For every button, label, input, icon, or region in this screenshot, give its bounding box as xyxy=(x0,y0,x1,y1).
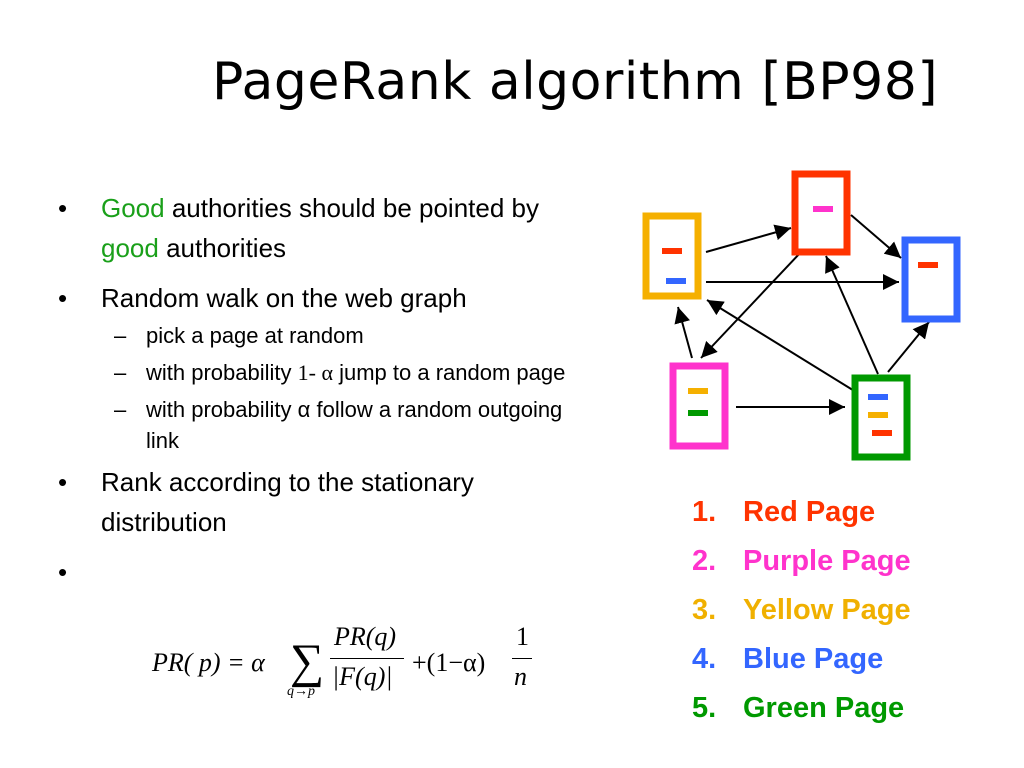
rank-number: 1. xyxy=(692,496,717,528)
fraction-bar xyxy=(330,658,404,659)
sub-bullet-pick-page: – pick a page at random xyxy=(58,320,578,351)
ranking-list: 1. Red Page 2. Purple Page 3. Yellow Page 4… xyxy=(692,488,911,733)
rank-number: 5. xyxy=(692,692,717,724)
rank-label: Blue Page xyxy=(743,643,884,675)
good-word: Good xyxy=(101,193,165,223)
edge-red-to-blue xyxy=(850,214,902,259)
rank-label: Yellow Page xyxy=(743,594,911,626)
edge-green-to-yellow xyxy=(706,299,857,393)
yellow-page-node xyxy=(642,212,702,300)
rank-item-green: 5. Green Page xyxy=(692,684,911,733)
bullet-text-2: authorities xyxy=(158,233,287,263)
edge-red-to-purple xyxy=(700,251,802,359)
alpha-math: 1- α xyxy=(297,360,333,385)
rank-item-purple: 2. Purple Page xyxy=(692,537,911,586)
yellow-link-mark xyxy=(688,388,708,394)
rank-label: Red Page xyxy=(743,496,876,528)
formula-n: n xyxy=(514,662,527,691)
rank-item-yellow: 3. Yellow Page xyxy=(692,586,911,635)
purple-link-mark xyxy=(813,206,833,212)
formula-one: 1 xyxy=(516,622,529,651)
slide-title: PageRank algorithm [BP98] xyxy=(212,52,939,112)
graph-edges xyxy=(674,214,930,415)
sub-bullet-text-after: jump to a random page xyxy=(333,360,566,385)
bullet-glyph: • xyxy=(58,467,68,497)
yellow-link-mark xyxy=(868,412,888,418)
sub-bullet-text: with probability xyxy=(146,397,298,422)
purple-page-node xyxy=(669,362,729,450)
fraction-bar-2 xyxy=(512,658,532,659)
bullet-glyph: • xyxy=(58,557,68,587)
sub-bullet-jump: – with probability 1- α jump to a random… xyxy=(58,357,578,388)
dash-glyph: – xyxy=(114,397,127,422)
rank-item-blue: 4. Blue Page xyxy=(692,635,911,684)
green-page-node xyxy=(851,374,911,461)
edge-green-to-red xyxy=(825,255,879,375)
formula-denominator: |F(q)| xyxy=(332,662,393,691)
edge-green-to-blue xyxy=(887,321,930,373)
red-page-node xyxy=(791,170,851,256)
good-word-2: good xyxy=(101,233,159,263)
alpha-math: α xyxy=(297,397,311,422)
blue-link-mark xyxy=(868,394,888,400)
bullet-rank-stationary: • Rank according to the stationary distr… xyxy=(58,462,578,542)
red-link-mark xyxy=(662,248,682,254)
sub-bullet-text: with probability xyxy=(146,360,298,385)
sub-bullet-text: pick a page at random xyxy=(146,323,364,348)
blue-link-mark xyxy=(666,278,686,284)
bullet-text: Random walk on the web graph xyxy=(101,283,467,313)
dash-glyph: – xyxy=(114,323,127,348)
rank-number: 2. xyxy=(692,545,717,577)
bullet-glyph: • xyxy=(58,283,68,313)
edge-yellow-to-red xyxy=(705,224,792,253)
formula-numerator: PR(q) xyxy=(334,622,397,651)
red-link-mark xyxy=(872,430,892,436)
bullet-text: authorities should be pointed by xyxy=(164,193,539,223)
edge-purple-to-yellow xyxy=(674,306,693,359)
sum-index: q→p xyxy=(287,684,315,699)
sigma-symbol: ∑ xyxy=(290,635,325,688)
rank-number: 4. xyxy=(692,643,717,675)
formula-lhs: PR( p) = α xyxy=(152,648,265,677)
green-link-mark xyxy=(688,410,708,416)
red-link-mark xyxy=(918,262,938,268)
dash-glyph: – xyxy=(114,360,127,385)
rank-number: 3. xyxy=(692,594,717,626)
blue-page-node xyxy=(901,236,961,323)
rank-label: Green Page xyxy=(743,692,905,724)
rank-item-red: 1. Red Page xyxy=(692,488,911,537)
sub-bullet-follow: – with probability α follow a random out… xyxy=(58,394,578,456)
sub-bullet-text-after: follow a random outgoing link xyxy=(146,397,563,453)
formula-middle: +(1−α) xyxy=(412,648,486,677)
bullet-glyph: • xyxy=(58,193,68,223)
bullet-list: • Good authorities should be pointed by … xyxy=(58,188,578,587)
bullet-good-authorities: • Good authorities should be pointed by … xyxy=(58,188,578,268)
rank-label: Purple Page xyxy=(743,545,911,577)
bullet-text: Rank according to the stationary distrib… xyxy=(101,467,474,537)
bullet-random-walk: • Random walk on the web graph xyxy=(58,278,578,318)
